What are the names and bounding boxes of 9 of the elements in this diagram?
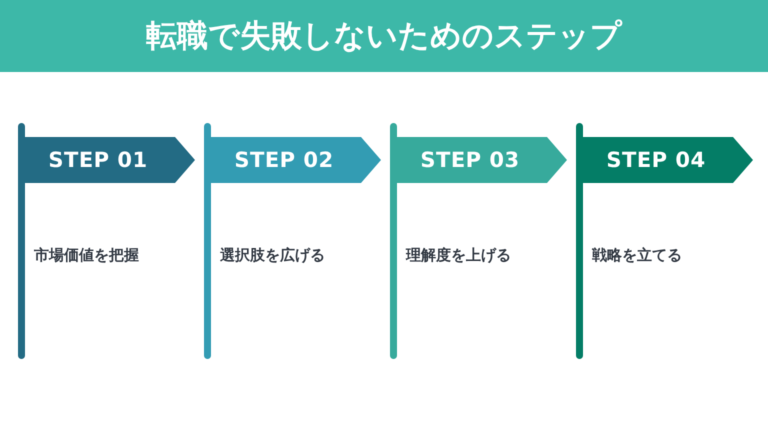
title: 転職で失敗しないためのステップ: [145, 17, 624, 56]
step-flag: STEP 04: [581, 137, 753, 183]
step-flag: STEP 02: [209, 137, 381, 183]
step-description: 市場価値を把握: [34, 246, 139, 265]
step-description: 理解度を上げる: [406, 246, 511, 265]
step-flag: STEP 03: [395, 137, 567, 183]
step-flag: STEP 01: [23, 137, 195, 183]
step-description: 選択肢を広げる: [220, 246, 325, 265]
step-description: 戦略を立てる: [592, 246, 682, 265]
